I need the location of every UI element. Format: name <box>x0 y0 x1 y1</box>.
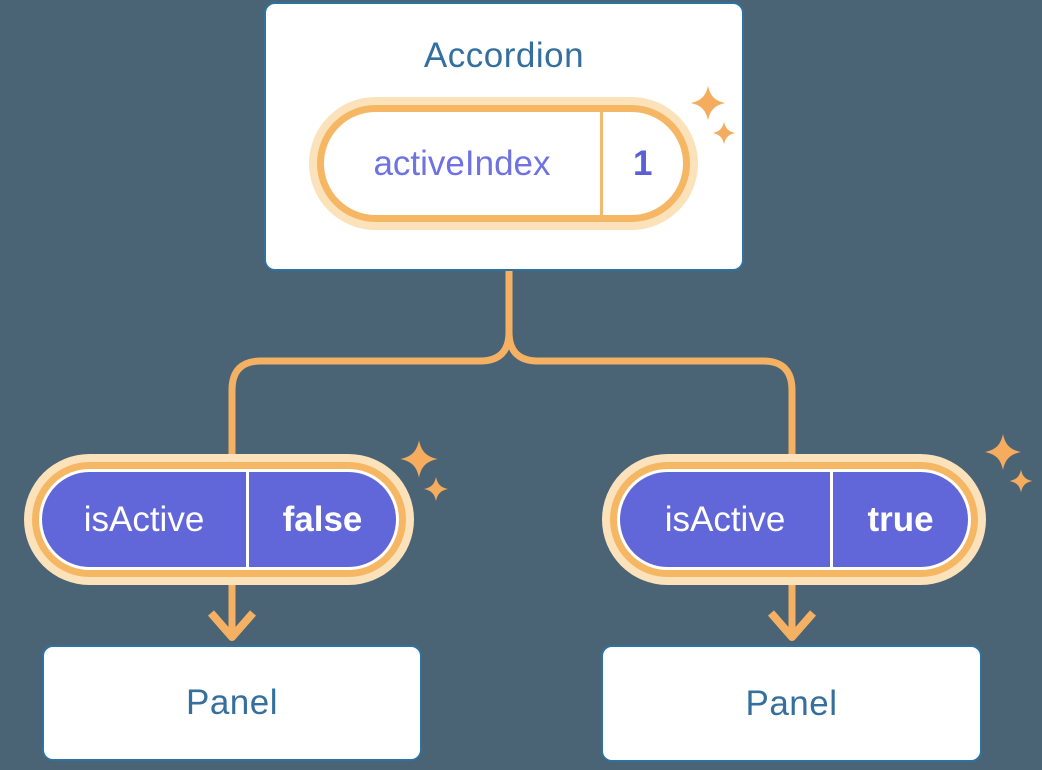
state-pill-label: activeIndex <box>373 143 551 183</box>
state-pill-value: 1 <box>633 143 653 183</box>
accordion-title: Accordion <box>423 36 585 75</box>
panel-card-right: Panel <box>601 645 982 762</box>
connector-branch-left <box>228 268 513 633</box>
arrow-down-icon <box>767 610 817 641</box>
prop-pill-label: isActive <box>83 499 205 539</box>
prop-pill-isactive-true: isActive true <box>610 462 978 577</box>
prop-pill-value: true <box>867 499 934 539</box>
state-pill-activeindex: activeIndex 1 <box>317 105 690 222</box>
prop-pill-label: isActive <box>664 499 786 539</box>
prop-pill-divider <box>830 472 833 567</box>
prop-pill-isactive-false: isActive false <box>32 462 406 577</box>
prop-pill-divider <box>246 472 249 567</box>
state-pill-divider <box>600 112 603 215</box>
arrow-down-icon <box>207 610 257 641</box>
sparkle-icon <box>400 440 448 501</box>
panel-card-left: Panel <box>42 645 422 761</box>
sparkle-icon <box>985 434 1033 493</box>
prop-pill-value: false <box>282 499 363 539</box>
connector-branch-right <box>505 268 796 633</box>
